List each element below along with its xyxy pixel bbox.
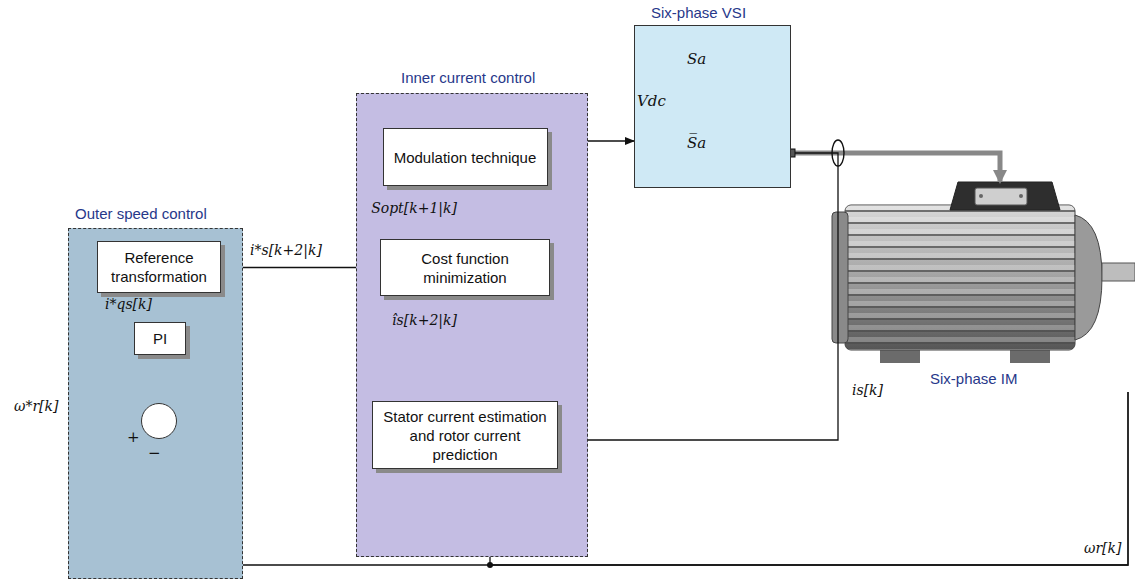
signal-connector bbox=[159, 392, 1128, 565]
signal-label: îs[k+2|k] bbox=[390, 312, 459, 328]
box-label: Cost function minimization bbox=[381, 249, 549, 287]
box-label: PI bbox=[147, 329, 173, 348]
box-label: Modulation technique bbox=[388, 148, 543, 167]
heading: Six-phase VSI bbox=[651, 4, 746, 21]
symbol-label: + bbox=[127, 428, 140, 446]
symbol-label: − bbox=[148, 444, 161, 462]
heading: Six-phase IM bbox=[930, 370, 1018, 387]
summing-junction: +− bbox=[141, 403, 177, 439]
signal-label: i*qs[k] bbox=[103, 296, 154, 312]
signal-connector bbox=[558, 153, 838, 440]
symbol-label: S̅a bbox=[687, 134, 706, 152]
box-label: Stator current estimation and rotor curr… bbox=[373, 407, 557, 464]
symbol-label: Sa bbox=[687, 50, 706, 68]
signal-label: ω*r[k] bbox=[12, 398, 61, 414]
motor-illustration bbox=[832, 182, 1135, 363]
process-box: Modulation technique bbox=[383, 128, 548, 186]
inverter-box: Six-phase VSIVdcSaS̅a bbox=[634, 25, 791, 188]
signal-label: ωr[k] bbox=[1082, 540, 1124, 556]
junction-dot bbox=[487, 562, 493, 568]
motor-node: Six-phase IM bbox=[830, 182, 1135, 392]
current-control-region: Inner current controlModulation techniqu… bbox=[356, 93, 588, 557]
signal-label: Sopt[k+1|k] bbox=[369, 200, 459, 216]
process-box: PI bbox=[134, 322, 186, 355]
box-label: Reference transformation bbox=[98, 248, 220, 286]
current-sensor bbox=[832, 140, 844, 166]
heading: Outer speed control bbox=[75, 205, 207, 222]
signal-label: is[k] bbox=[850, 382, 885, 398]
signal-label: i*s[k+2|k] bbox=[248, 242, 324, 258]
process-box: Cost function minimization bbox=[380, 239, 550, 296]
process-box: Stator current estimation and rotor curr… bbox=[372, 401, 558, 469]
symbol-label: Vdc bbox=[637, 92, 666, 110]
heading: Inner current control bbox=[401, 69, 535, 86]
speed-control-region: Outer speed controlReference transformat… bbox=[68, 228, 243, 579]
power-connector bbox=[791, 153, 1000, 182]
process-box: Reference transformation bbox=[97, 241, 221, 293]
